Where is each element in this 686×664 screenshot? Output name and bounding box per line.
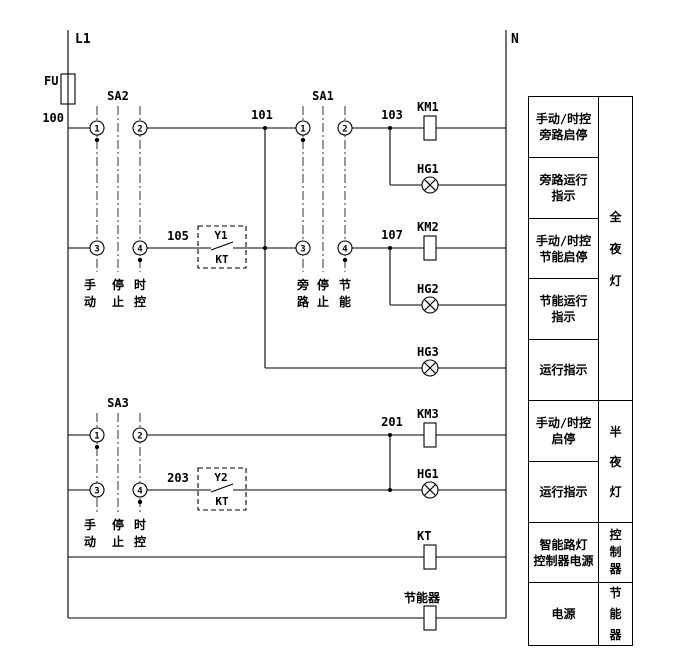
- sa3-terminal-3-number: 3: [94, 487, 99, 497]
- device-label-hg1: HG1: [417, 162, 439, 176]
- sa3-position-lines: [96, 413, 141, 514]
- legend-row-run-indicator: 运行指示: [529, 340, 599, 401]
- sa1-terminal-2: 2: [337, 120, 353, 136]
- lamp-hg1b: [421, 481, 439, 499]
- legend-row-halfnight-startstop: 手动/时控 启停: [529, 401, 599, 462]
- device-label-km3: KM3: [417, 407, 439, 421]
- sa2-terminal-2-number: 2: [137, 125, 142, 135]
- switch-position-dots: [94, 137, 348, 505]
- legend-group-controller: 控 制 器: [599, 523, 633, 583]
- sa1-terminal-4: 4: [337, 240, 353, 256]
- timer-y2-relay: KT: [215, 495, 229, 508]
- sa3-terminal-3: 3: [89, 482, 105, 498]
- sa1-terminal-3: 3: [295, 240, 311, 256]
- node-103-branch: [389, 128, 506, 186]
- switch-label-sa2: SA2: [107, 89, 129, 103]
- node-107-branch: [389, 248, 506, 306]
- sa3-terminal-2-number: 2: [137, 432, 142, 442]
- sa1-position-label-stop: 停 止: [316, 278, 329, 309]
- legend-group-saver: 节 能 器: [599, 583, 633, 646]
- sa3-terminal-4: 4: [132, 482, 148, 498]
- sa2-position-label-stop: 停 止: [111, 278, 124, 309]
- sa1-terminal-1: 1: [295, 120, 311, 136]
- device-label-hg3: HG3: [417, 345, 439, 359]
- wire-number-203: 203: [167, 471, 189, 485]
- coil-km1: [423, 115, 437, 141]
- sa3-terminal-1: 1: [89, 427, 105, 443]
- wire-number-103: 103: [381, 108, 403, 122]
- coil-saver: [423, 605, 437, 631]
- wire-number-107: 107: [381, 228, 403, 242]
- device-label-hg2: HG2: [417, 282, 439, 296]
- rung-hg1b-wire: [68, 435, 506, 491]
- timer-y1-tag: Y1: [214, 229, 228, 242]
- wire-number-101: 101: [251, 108, 273, 122]
- timer-contact-y1: [197, 225, 247, 269]
- wire-number-100: 100: [42, 111, 64, 125]
- switch-label-sa1: SA1: [312, 89, 334, 103]
- sa3-position-label-stop: 停 止: [111, 518, 124, 549]
- legend-row-saving-startstop: 手动/时控 节能启停: [529, 219, 599, 279]
- wire-number-201: 201: [381, 415, 403, 429]
- sa2-terminal-2: 2: [132, 120, 148, 136]
- sa1-terminal-3-number: 3: [300, 245, 305, 255]
- sa3-position-label-timed: 时 控: [133, 518, 146, 549]
- device-label-kt: KT: [417, 529, 431, 543]
- lamp-hg1: [421, 176, 439, 194]
- device-label-km1: KM1: [417, 100, 439, 114]
- fuse-label: FU: [44, 74, 58, 88]
- sa2-terminal-1: 1: [89, 120, 105, 136]
- legend-row-controller-power: 智能路灯 控制器电源: [529, 523, 599, 583]
- timer-y2-tag: Y2: [214, 471, 227, 484]
- lamp-hg2: [421, 296, 439, 314]
- sa3-terminal-4-number: 4: [137, 487, 143, 497]
- wire-number-105: 105: [167, 229, 189, 243]
- sa2-terminal-4-number: 4: [137, 245, 143, 255]
- sa3-terminal-2: 2: [132, 427, 148, 443]
- sa2-terminal-4: 4: [132, 240, 148, 256]
- legend-row-power: 电源: [529, 583, 599, 646]
- sa1-terminal-2-number: 2: [342, 125, 347, 135]
- coil-km3: [423, 422, 437, 448]
- coil-kt: [423, 544, 437, 570]
- function-legend: 手动/时控 旁路启停 旁路运行 指示 手动/时控 节能启停 节能运行 指示 运行…: [528, 96, 633, 646]
- sa1-position-label-bypass: 旁 路: [296, 278, 309, 309]
- legend-row-halfnight-indicator: 运行指示: [529, 462, 599, 523]
- bus-n-label: N: [511, 32, 519, 47]
- legend-row-saving-indicator: 节能运行 指示: [529, 279, 599, 340]
- timer-y1-relay: KT: [215, 253, 229, 266]
- legend-row-bypass-startstop: 手动/时控 旁路启停: [529, 97, 599, 158]
- bus-l1-label: L1: [75, 32, 91, 47]
- device-label-hg1b: HG1: [417, 467, 439, 481]
- sa2-terminal-3-number: 3: [94, 245, 99, 255]
- sa2-position-label-timed: 时 控: [133, 278, 146, 309]
- sa1-position-label-saving: 节 能: [338, 278, 351, 309]
- device-label-saver: 节能器: [404, 590, 441, 605]
- fuse-symbol: [60, 73, 76, 105]
- coil-km2: [423, 235, 437, 261]
- junction-dots: [263, 126, 392, 492]
- legend-group-all-night: 全 夜 灯: [599, 97, 633, 401]
- sa2-terminal-3: 3: [89, 240, 105, 256]
- sa1-terminal-4-number: 4: [342, 245, 348, 255]
- sa2-position-label-manual: 手 动: [83, 278, 96, 309]
- lamp-hg3: [421, 359, 439, 377]
- sa1-terminal-1-number: 1: [300, 125, 305, 135]
- sa3-position-label-manual: 手 动: [83, 518, 96, 549]
- legend-group-half-night: 半 夜 灯: [599, 401, 633, 523]
- switch-label-sa3: SA3: [107, 396, 129, 410]
- device-label-km2: KM2: [417, 220, 439, 234]
- legend-row-bypass-indicator: 旁路运行 指示: [529, 158, 599, 219]
- sa2-terminal-1-number: 1: [94, 125, 99, 135]
- timer-contact-y2: [197, 467, 247, 511]
- sa3-terminal-1-number: 1: [94, 432, 99, 442]
